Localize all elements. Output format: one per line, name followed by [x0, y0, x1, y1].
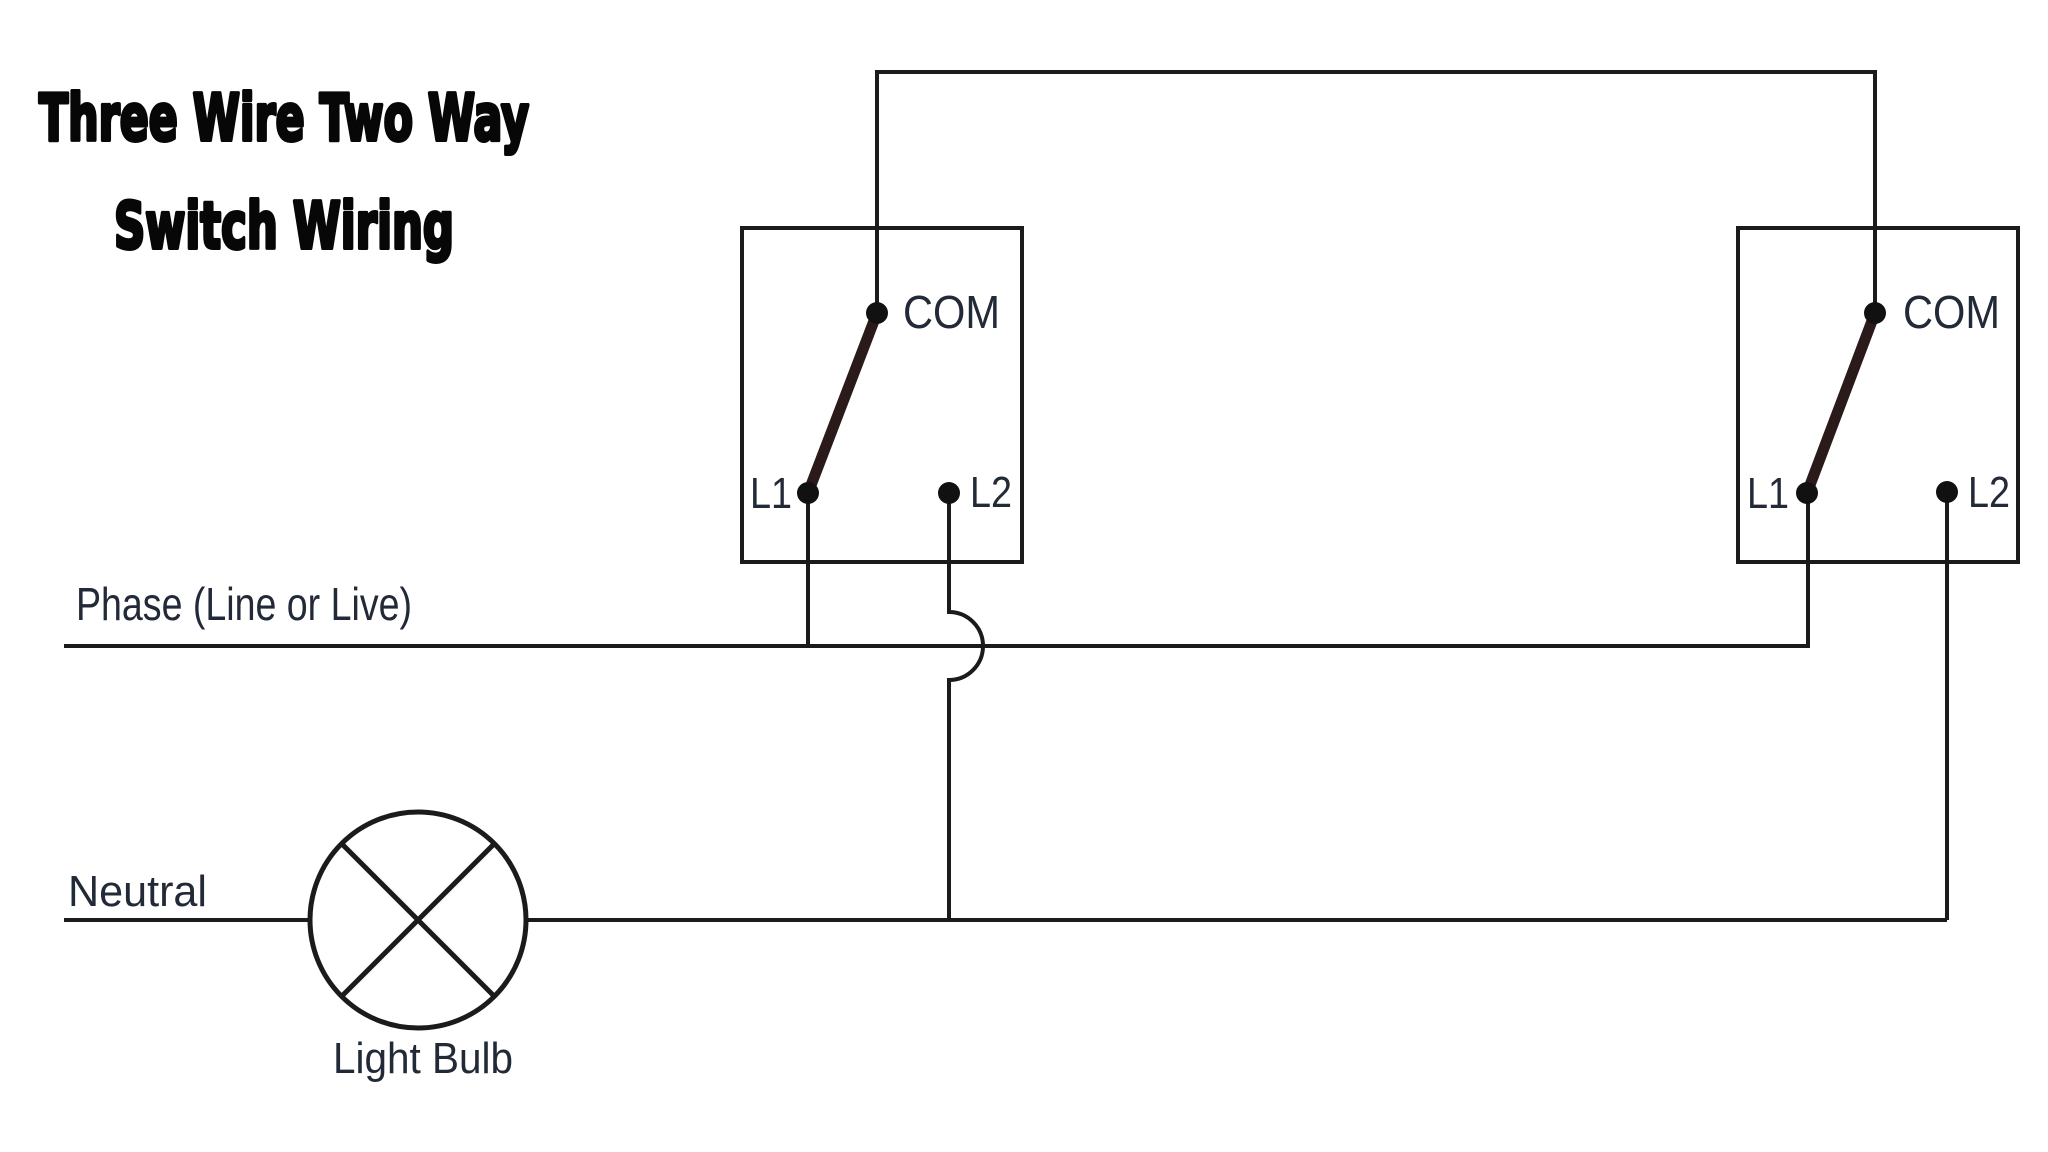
light-bulb-x-icon — [340, 842, 496, 998]
left-switch-box — [740, 226, 1024, 564]
phase-wire — [64, 493, 1810, 648]
neutral-wire-label: Neutral — [68, 867, 207, 916]
left-l2-label: L2 — [970, 468, 1012, 517]
left-com-label: COM — [903, 286, 1000, 338]
diagram-title-line1: Three Wire Two Way — [39, 82, 529, 156]
diagram-title-line2: Switch Wiring — [114, 190, 454, 264]
right-switch-box — [1736, 226, 2020, 564]
left-l1-label: L1 — [750, 469, 792, 518]
left-switch-l2-wire-with-hop — [947, 493, 985, 920]
right-l1-label: L1 — [1747, 469, 1789, 518]
right-com-label: COM — [1903, 286, 2000, 338]
left-l1-terminal-dot — [797, 482, 819, 504]
light-bulb-label: Light Bulb — [333, 1034, 513, 1083]
left-switch-lever — [802, 307, 883, 499]
right-l2-label: L2 — [1968, 468, 2010, 517]
right-switch-lever — [1801, 307, 1881, 499]
left-com-terminal-dot — [866, 302, 888, 324]
com-link-wire — [875, 70, 1877, 313]
left-l2-terminal-dot — [938, 482, 960, 504]
right-l2-terminal-dot — [1936, 481, 1958, 503]
right-com-terminal-dot — [1864, 302, 1886, 324]
right-l1-terminal-dot — [1796, 482, 1818, 504]
phase-wire-label: Phase (Line or Live) — [76, 578, 412, 630]
